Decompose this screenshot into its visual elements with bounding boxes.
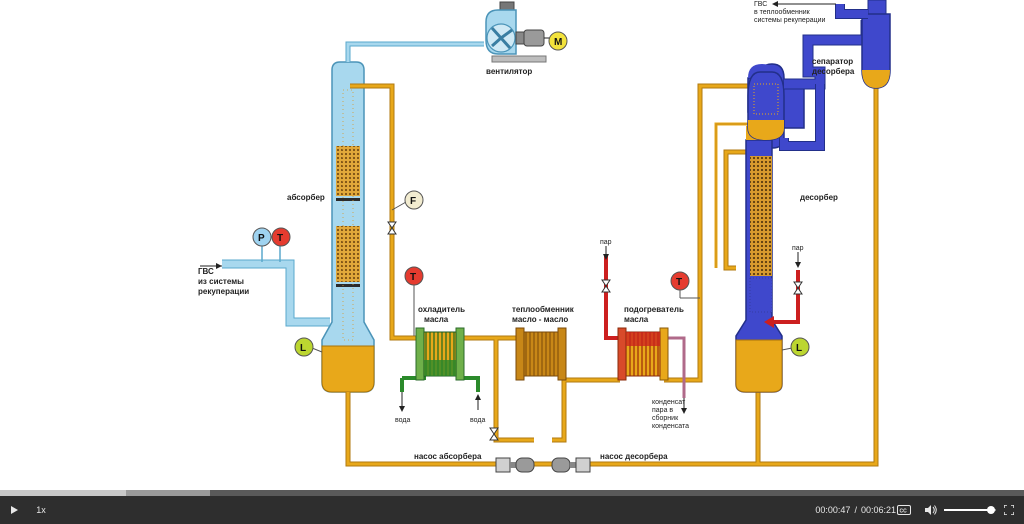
steam-label: пар xyxy=(600,239,612,246)
level-indicator: L xyxy=(294,337,314,357)
process-diagram: абсорбер вентилятор M xyxy=(198,0,891,473)
fullscreen-button[interactable] xyxy=(1000,496,1018,524)
gas-inlet-label: ГВС xyxy=(198,267,214,276)
cooler-label: охладитель xyxy=(418,305,465,314)
oil-hx-label: теплообменник xyxy=(512,305,575,314)
video-frame[interactable]: абсорбер вентилятор M xyxy=(0,0,1024,496)
oil-oil-heat-exchanger: теплообменник масло - масло xyxy=(512,305,575,381)
player-controls: 1x 00:00:47 / 00:06:21 CC xyxy=(0,496,1024,524)
svg-text:масла: масла xyxy=(624,315,649,324)
valve[interactable] xyxy=(387,221,397,235)
progress-bar[interactable] xyxy=(0,490,1024,496)
fan: вентилятор xyxy=(485,1,550,76)
svg-text:M: M xyxy=(554,37,562,48)
svg-text:F: F xyxy=(410,196,416,207)
svg-text:масла: масла xyxy=(424,315,449,324)
svg-text:P: P xyxy=(258,233,265,244)
heater-label: подогреватель xyxy=(624,305,684,314)
fullscreen-icon xyxy=(1004,505,1014,515)
temperature-indicator: T xyxy=(404,266,424,286)
water-label: вода xyxy=(470,417,485,424)
captions-button[interactable]: CC xyxy=(896,496,912,524)
svg-text:конденсата: конденсата xyxy=(652,423,689,430)
valve[interactable] xyxy=(489,427,499,441)
motor-indicator: M xyxy=(548,31,568,51)
temperature-indicator: T xyxy=(271,227,291,247)
volume-button[interactable] xyxy=(922,496,940,524)
pressure-indicator: P xyxy=(252,227,272,247)
svg-text:T: T xyxy=(410,272,416,283)
desorber-pump-label: насос десорбера xyxy=(600,452,668,461)
time-display: 00:00:47 / 00:06:21 xyxy=(815,496,896,524)
volume-icon xyxy=(925,505,937,515)
absorber-column: абсорбер xyxy=(287,61,375,393)
separator-label: сепаратор xyxy=(812,57,853,66)
volume-knob[interactable] xyxy=(986,506,995,514)
time-separator: / xyxy=(854,505,857,515)
volume-slider[interactable] xyxy=(944,506,996,514)
playback-speed-button[interactable]: 1x xyxy=(36,505,46,515)
oil-cooler: охладитель масла вода вода xyxy=(395,305,485,424)
temperature-indicator: T xyxy=(670,271,690,291)
absorber-pump-label: насос абсорбера xyxy=(414,452,482,461)
svg-text:пара в: пара в xyxy=(652,407,673,414)
condensate-label: конденсат xyxy=(652,399,686,406)
gas-inlet-line xyxy=(200,246,330,327)
play-button[interactable] xyxy=(4,496,24,524)
desorber-pump: насос десорбера xyxy=(551,452,668,473)
duration: 00:06:21 xyxy=(860,505,896,515)
current-time: 00:00:47 xyxy=(815,505,851,515)
svg-text:сборник: сборник xyxy=(652,414,679,422)
progress-played xyxy=(0,490,126,496)
svg-text:рекуперации: рекуперации xyxy=(198,287,249,296)
steam-label: пар xyxy=(792,245,804,252)
svg-text:T: T xyxy=(676,277,682,288)
fan-label: вентилятор xyxy=(486,67,532,76)
desorber-steam-inlet: пар xyxy=(764,245,804,328)
svg-text:в теплообменник: в теплообменник xyxy=(754,8,811,16)
svg-text:масло - масло: масло - масло xyxy=(512,315,568,324)
absorber-label: абсорбер xyxy=(287,193,325,202)
desorber-label: десорбер xyxy=(800,193,838,202)
captions-icon: CC xyxy=(897,505,911,515)
svg-text:CC: CC xyxy=(900,509,908,515)
svg-text:L: L xyxy=(796,343,802,354)
absorber-pump: насос абсорбера xyxy=(414,452,535,473)
level-indicator: L xyxy=(790,337,810,357)
svg-text:T: T xyxy=(277,233,283,244)
desorber-separator: сепаратор десорбера xyxy=(812,0,891,89)
svg-text:системы рекуперации: системы рекуперации xyxy=(754,17,826,24)
flow-indicator: F xyxy=(404,190,424,210)
water-label: вода xyxy=(395,417,410,424)
gas-outlet-label: ГВС xyxy=(754,1,767,8)
svg-text:из системы: из системы xyxy=(198,277,244,286)
play-icon xyxy=(11,506,18,514)
svg-text:десорбера: десорбера xyxy=(812,67,855,76)
oil-heater: пар подогреватель масла конденсат пара в… xyxy=(600,239,689,430)
svg-text:L: L xyxy=(300,343,306,354)
